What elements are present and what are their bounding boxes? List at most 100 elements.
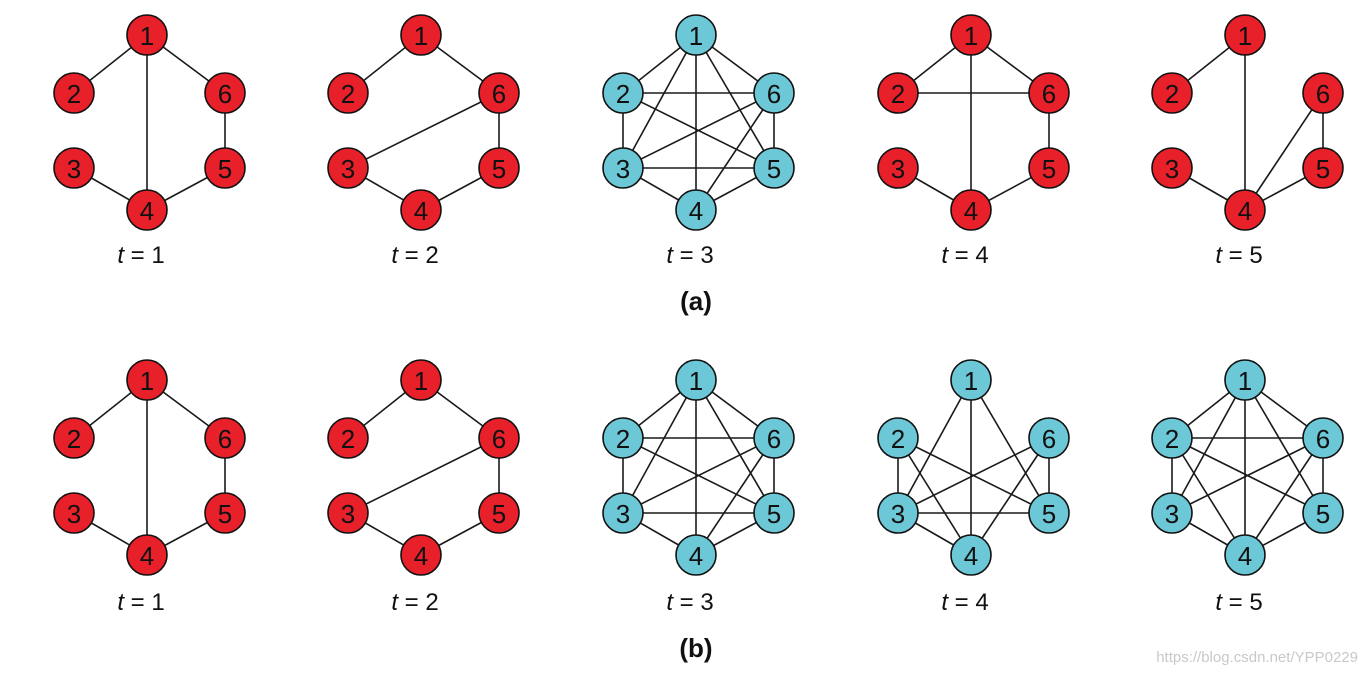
node-2: 2 (327, 417, 369, 459)
node-label-4: 4 (140, 196, 154, 226)
node-circle-5 (204, 492, 246, 534)
node-circle-6 (1028, 72, 1070, 114)
node-circle-5 (1028, 492, 1070, 534)
node-circle-1 (1224, 14, 1266, 56)
node-3: 3 (602, 492, 644, 534)
node-6: 6 (1028, 417, 1070, 459)
node-4: 4 (400, 534, 442, 576)
node-4: 4 (675, 189, 717, 231)
node-1: 1 (1224, 14, 1266, 56)
node-label-1: 1 (414, 21, 428, 51)
node-circle-1 (950, 359, 992, 401)
node-4: 4 (675, 534, 717, 576)
node-label-4: 4 (414, 196, 428, 226)
node-1: 1 (1224, 359, 1266, 401)
node-label-5: 5 (1042, 154, 1056, 184)
node-5: 5 (1028, 147, 1070, 189)
node-label-4: 4 (140, 541, 154, 571)
node-1: 1 (400, 14, 442, 56)
node-3: 3 (877, 147, 919, 189)
node-circle-6 (1302, 417, 1344, 459)
node-circle-1 (400, 14, 442, 56)
node-2: 2 (53, 417, 95, 459)
node-label-1: 1 (689, 366, 703, 396)
node-3: 3 (877, 492, 919, 534)
time-variable: t (391, 589, 399, 616)
node-label-5: 5 (1316, 499, 1330, 529)
node-label-3: 3 (891, 499, 905, 529)
node-label-2: 2 (67, 424, 81, 454)
node-circle-6 (478, 417, 520, 459)
node-circle-1 (400, 359, 442, 401)
node-label-3: 3 (67, 499, 81, 529)
node-circle-5 (478, 147, 520, 189)
node-label-4: 4 (414, 541, 428, 571)
node-2: 2 (877, 72, 919, 114)
time-variable: t (666, 589, 674, 616)
node-label-5: 5 (218, 499, 232, 529)
node-5: 5 (1302, 147, 1344, 189)
node-label-4: 4 (964, 196, 978, 226)
edge-1-3 (1171, 379, 1246, 514)
node-label-6: 6 (767, 79, 781, 109)
time-label: t = 3 (666, 242, 713, 269)
node-circle-2 (1151, 72, 1193, 114)
node-label-1: 1 (1238, 21, 1252, 51)
time-label: t = 5 (1215, 242, 1262, 269)
node-circle-4 (400, 189, 442, 231)
node-label-5: 5 (492, 499, 506, 529)
node-circle-1 (126, 14, 168, 56)
node-6: 6 (1302, 72, 1344, 114)
node-circle-3 (327, 147, 369, 189)
node-label-1: 1 (689, 21, 703, 51)
time-label: t = 2 (391, 242, 438, 269)
time-label: t = 4 (941, 242, 988, 269)
node-1: 1 (675, 359, 717, 401)
node-1: 1 (950, 359, 992, 401)
node-4: 4 (126, 189, 168, 231)
edge-1-3 (622, 379, 697, 514)
time-label: t = 5 (1215, 589, 1262, 616)
node-2: 2 (1151, 417, 1193, 459)
edge-3-6 (622, 92, 775, 169)
node-label-2: 2 (1165, 424, 1179, 454)
node-label-5: 5 (492, 154, 506, 184)
node-label-1: 1 (140, 366, 154, 396)
node-circle-5 (1302, 492, 1344, 534)
node-1: 1 (675, 14, 717, 56)
node-label-2: 2 (891, 79, 905, 109)
time-value: = 3 (673, 242, 714, 269)
node-label-6: 6 (1042, 424, 1056, 454)
edge-4-6 (695, 437, 775, 556)
node-label-5: 5 (767, 499, 781, 529)
node-4: 4 (400, 189, 442, 231)
node-6: 6 (478, 417, 520, 459)
node-6: 6 (204, 417, 246, 459)
node-label-1: 1 (140, 21, 154, 51)
node-circle-2 (327, 72, 369, 114)
node-5: 5 (1028, 492, 1070, 534)
node-circle-3 (877, 492, 919, 534)
row-caption: (b) (679, 633, 712, 663)
time-variable: t (117, 589, 125, 616)
edge-4-6 (695, 92, 775, 211)
node-4: 4 (1224, 534, 1266, 576)
edge-2-4 (1171, 437, 1246, 556)
node-1: 1 (126, 14, 168, 56)
node-circle-3 (602, 147, 644, 189)
node-label-4: 4 (1238, 196, 1252, 226)
time-label: t = 3 (666, 589, 713, 616)
time-label: t = 4 (941, 589, 988, 616)
edge-4-6 (1244, 92, 1324, 211)
node-label-2: 2 (1165, 79, 1179, 109)
node-label-5: 5 (1042, 499, 1056, 529)
node-2: 2 (53, 72, 95, 114)
time-value: = 4 (948, 242, 989, 269)
time-variable: t (666, 242, 674, 269)
